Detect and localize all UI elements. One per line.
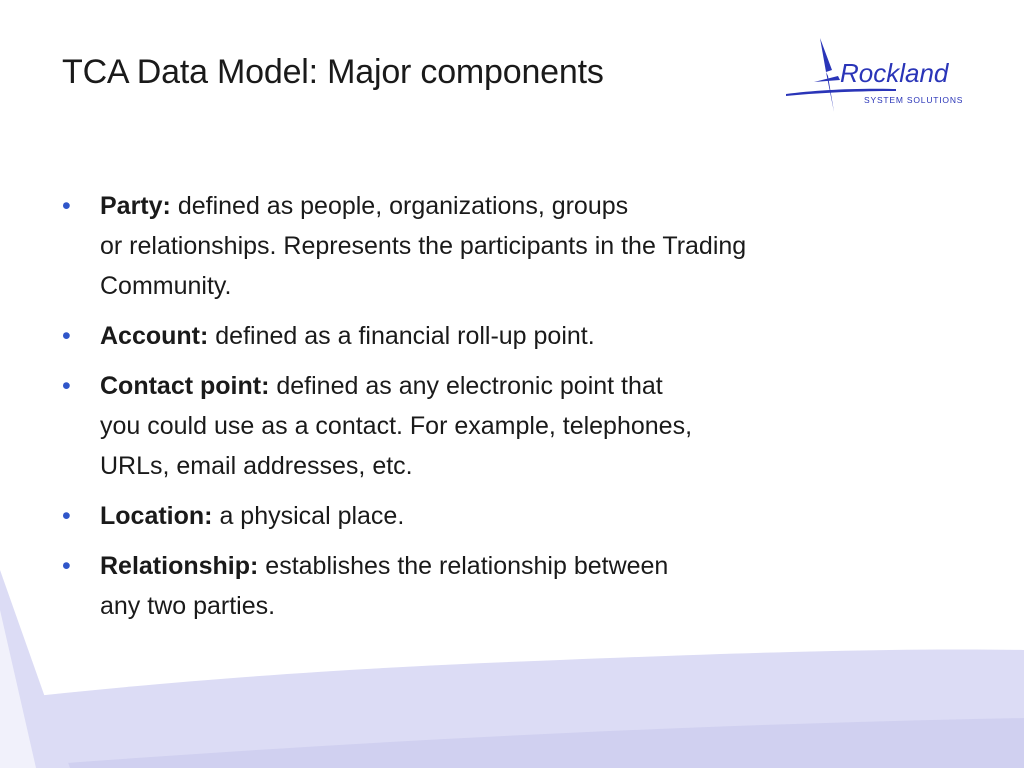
bullet-line: Location: a physical place.: [100, 496, 962, 536]
bullet-item-relationship: • Relationship: establishes the relation…: [62, 546, 962, 626]
bullet-icon: •: [62, 552, 71, 580]
bullet-line: Relationship: establishes the relationsh…: [100, 546, 962, 586]
bullet-text: a physical place.: [219, 502, 405, 530]
left-sliver-shape: [0, 610, 36, 768]
bullet-icon: •: [62, 372, 71, 400]
bullet-list: • Party: defined as people, organization…: [62, 186, 962, 636]
bullet-line: you could use as a contact. For example,…: [100, 412, 693, 440]
bullet-text: defined as any electronic point that: [276, 372, 663, 400]
bullet-icon: •: [62, 192, 71, 220]
bullet-term: Location:: [100, 502, 213, 530]
bullet-text: defined as a financial roll-up point.: [215, 322, 595, 350]
bullet-term: Party:: [100, 192, 171, 220]
bullet-line: Party: defined as people, organizations,…: [100, 186, 962, 226]
bullet-item-contact-point: • Contact point: defined as any electron…: [62, 366, 962, 486]
bullet-line: URLs, email addresses, etc.: [100, 452, 413, 480]
bullet-item-party: • Party: defined as people, organization…: [62, 186, 962, 306]
slide-title: TCA Data Model: Major components: [62, 53, 604, 91]
bullet-line: Community.: [100, 272, 232, 300]
bullet-icon: •: [62, 502, 71, 530]
bullet-line: Account: defined as a financial roll-up …: [100, 316, 962, 356]
bullet-line: Contact point: defined as any electronic…: [100, 366, 962, 406]
bullet-icon: •: [62, 322, 71, 350]
bullet-text: defined as people, organizations, groups: [177, 192, 629, 220]
bullet-item-location: • Location: a physical place.: [62, 496, 962, 536]
rockland-logo-mark: Rockland SYSTEM SOLUTIONS: [786, 38, 963, 112]
bullet-term: Relationship:: [100, 552, 259, 580]
bullet-line: or relationships. Represents the partici…: [100, 232, 747, 260]
bullet-term: Account:: [100, 322, 209, 350]
bullet-term: Contact point:: [100, 372, 270, 400]
bullet-text: establishes the relationship between: [265, 552, 669, 580]
bottom-swoosh-lower: [0, 718, 1024, 768]
logo-tagline: SYSTEM SOLUTIONS: [864, 95, 963, 105]
bullet-item-account: • Account: defined as a financial roll-u…: [62, 316, 962, 356]
rockland-logo: Rockland SYSTEM SOLUTIONS: [786, 36, 976, 116]
logo-name: Rockland: [840, 58, 950, 88]
bullet-line: any two parties.: [100, 592, 276, 620]
